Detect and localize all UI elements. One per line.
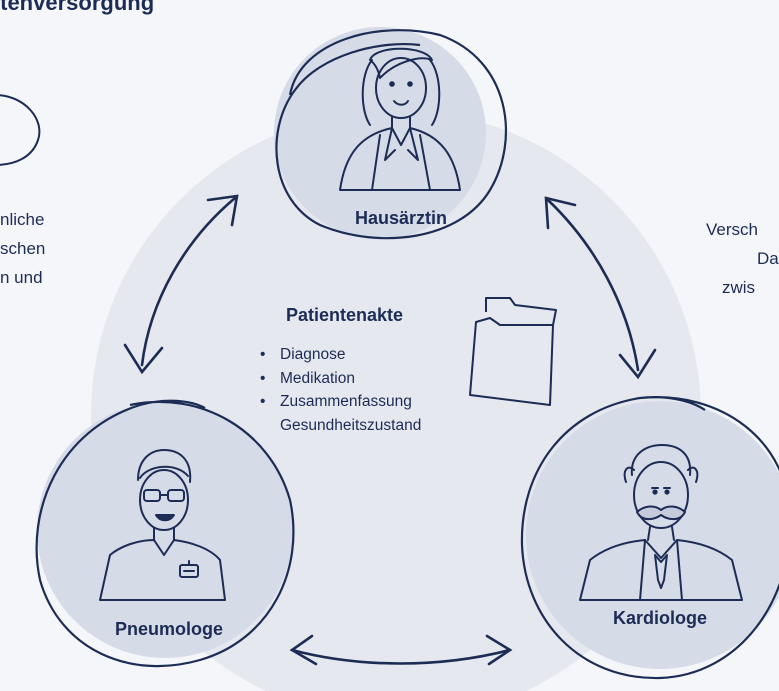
- left-text-line-2: schen: [0, 239, 46, 258]
- right-text-line-1: Versch: [706, 220, 758, 239]
- node-label-hausaerztin: Hausärztin: [354, 208, 448, 228]
- patient-record-title: Patientenakte: [286, 305, 404, 325]
- arrow-top-right: [544, 196, 657, 380]
- right-text-line-3: zwis: [722, 278, 756, 297]
- left-text-line-3: n und: [0, 268, 43, 287]
- page-title: itenversorgung: [0, 0, 155, 15]
- patient-record-list: Diagnose Medikation Zusammenfassung Gesu…: [260, 343, 421, 437]
- right-text-line-2: Da: [757, 249, 779, 268]
- record-item-zusammenfassung-line-2: Gesundheitszustand: [280, 416, 422, 434]
- arrow-top-left: [123, 194, 239, 375]
- arrow-bottom: [289, 634, 513, 666]
- offscreen-circle-left: [0, 94, 41, 166]
- elderly-doctor-icon: [579, 444, 743, 601]
- female-doctor-icon: [339, 47, 461, 191]
- node-label-kardiologe: Kardiologe: [612, 608, 707, 628]
- record-item-medikation: Medikation: [260, 367, 421, 391]
- male-doctor-glasses-icon: [99, 449, 226, 601]
- record-item-zusammenfassung: Zusammenfassung Gesundheitszustand: [260, 390, 421, 437]
- folder-icon: [469, 297, 557, 406]
- record-item-diagnose: Diagnose: [260, 343, 421, 367]
- record-item-zusammenfassung-line-1: Zusammenfassung: [280, 393, 412, 410]
- node-label-pneumologe: Pneumologe: [114, 619, 223, 639]
- node-circle-right: [520, 396, 779, 680]
- node-circle-top: [274, 27, 508, 240]
- left-text-line-1: nliche: [0, 210, 45, 229]
